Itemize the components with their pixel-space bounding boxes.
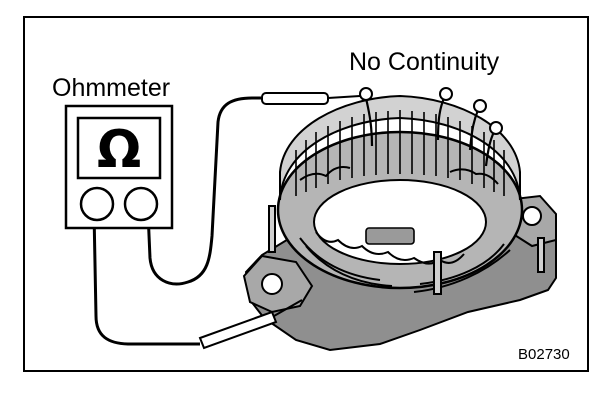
ohmmeter <box>64 104 174 230</box>
test-lead-lower <box>92 211 200 346</box>
result-label: No Continuity <box>349 48 500 76</box>
test-leads <box>92 96 268 346</box>
lug-hole-left <box>261 273 283 295</box>
ohm-symbol-icon: Ω <box>97 120 142 180</box>
test-probe-upper <box>261 92 361 105</box>
ohmmeter-jack-left <box>79 186 115 222</box>
instrument-label: Ohmmeter <box>52 74 171 102</box>
stator-studs <box>268 205 545 295</box>
test-lead-upper <box>146 96 268 286</box>
test-probe-lower <box>198 299 303 350</box>
ohmmeter-jack-right <box>123 186 159 222</box>
ohmmeter-display <box>76 116 162 180</box>
figure-code: B02730 <box>518 346 570 363</box>
lug-hole-right <box>522 206 542 226</box>
stator-terminal-block <box>365 227 415 245</box>
alternator-stator <box>242 87 557 352</box>
stator-bore <box>313 179 487 265</box>
ring-terminals <box>359 87 503 135</box>
